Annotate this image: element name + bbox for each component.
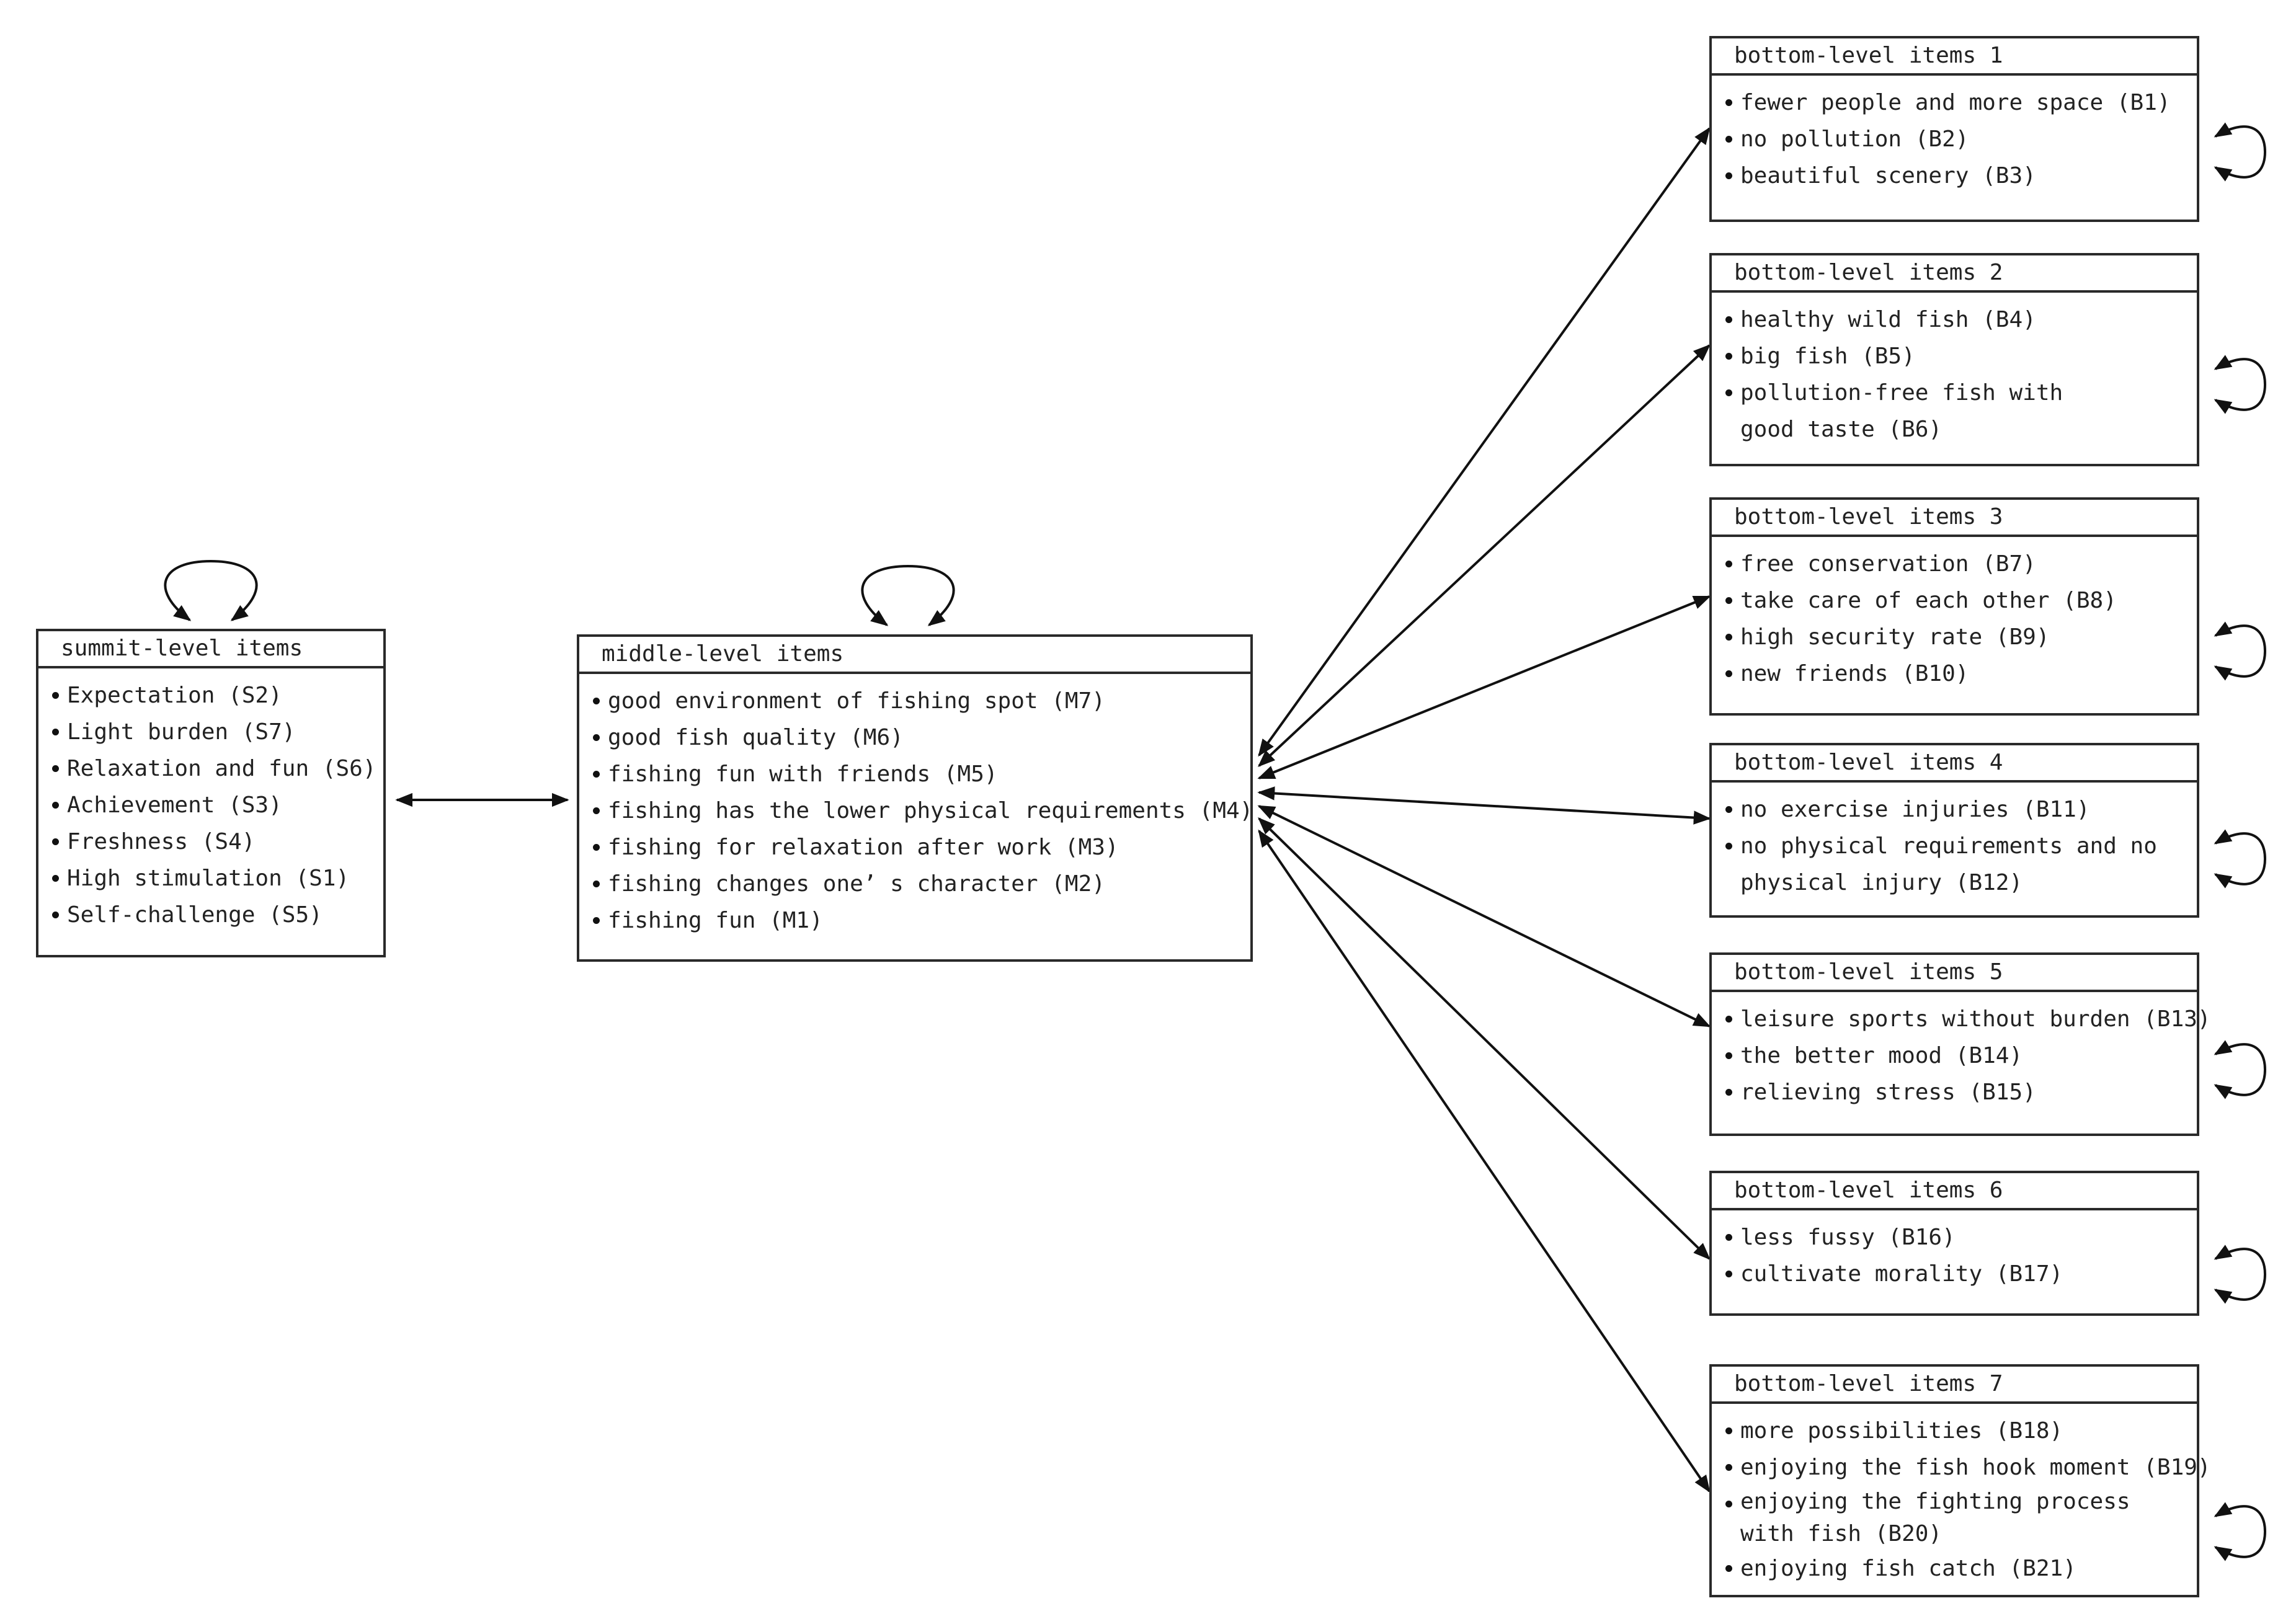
bottom-level-list: less fussy (B16) cultivate morality (B17… [1712,1210,2197,1292]
summit-item: Expectation (S2) [38,677,383,714]
connector-middle-bottom-4 [1257,786,1711,825]
bottom-level-box-6: bottom-level items 6 less fussy (B16) cu… [1709,1171,2199,1316]
bottom-level-list: free conservation (B7) take care of each… [1712,537,2197,692]
summit-level-box: summit-level items Expectation (S2) Ligh… [36,629,386,957]
bottom-level-box-5: bottom-level items 5 leisure sports with… [1709,952,2211,1136]
bottom-item: beautiful scenery (B3) [1712,158,2197,194]
bottom-item: healthy wild fish (B4) [1712,301,2197,338]
bottom-level-box-1: bottom-level items 1 fewer people and mo… [1709,36,2199,222]
bottom-level-title: bottom-level items 6 [1712,1173,2197,1210]
self-loop-bottom-2 [2214,355,2267,414]
bottom-level-title: bottom-level items 7 [1712,1367,2197,1404]
self-loop-bottom-3 [2214,621,2267,681]
summit-item: Freshness (S4) [38,823,383,860]
bottom-item: cultivate morality (B17) [1712,1256,2197,1292]
middle-item: fishing has the lower physical requireme… [579,792,1253,829]
self-loop-bottom-4 [2214,829,2267,889]
summit-level-title: summit-level items [38,631,383,668]
connector-middle-bottom-3 [1257,595,1711,779]
bottom-item: free conservation (B7) [1712,546,2197,582]
bottom-level-box-4: bottom-level items 4 no exercise injurie… [1709,743,2199,918]
connector-middle-bottom-1 [1258,126,1711,757]
bottom-item: relieving stress (B15) [1712,1074,2197,1111]
middle-item: fishing fun with friends (M5) [579,756,1250,792]
bottom-item: pollution-free fish with good taste (B6) [1712,375,2088,448]
bottom-item: leisure sports without burden (B13) [1712,1001,2211,1037]
bottom-level-list: fewer people and more space (B1) no poll… [1712,76,2197,194]
summit-level-list: Expectation (S2) Light burden (S7) Relax… [38,668,383,933]
bottom-item: take care of each other (B8) [1712,582,2197,619]
bottom-item: no exercise injuries (B11) [1712,791,2197,828]
middle-level-list: good environment of fishing spot (M7) go… [579,674,1253,939]
bottom-item: big fish (B5) [1712,338,2197,375]
bottom-level-box-7: bottom-level items 7 more possibilities … [1709,1364,2211,1597]
bottom-item: fewer people and more space (B1) [1712,84,2197,121]
middle-level-box: middle-level items good environment of f… [577,634,1253,962]
self-loop-bottom-5 [2214,1040,2267,1099]
bottom-item: high security rate (B9) [1712,619,2197,655]
summit-item: High stimulation (S1) [38,860,383,897]
bottom-item: new friends (B10) [1712,655,2197,692]
bottom-level-list: more possibilities (B18) enjoying the fi… [1712,1404,2211,1587]
bottom-item: less fussy (B16) [1712,1219,2197,1256]
bottom-item: enjoying the fighting process with fish … [1712,1486,2187,1550]
self-loop-bottom-1 [2214,122,2267,182]
self-loop-middle [861,564,955,626]
bottom-item: enjoying the fish hook moment (B19) [1712,1449,2211,1486]
self-loop-summit [164,559,258,621]
bottom-level-list: no exercise injuries (B11) no physical r… [1712,783,2197,901]
bottom-item: the better mood (B14) [1712,1037,2197,1074]
middle-level-title: middle-level items [579,637,1250,674]
bottom-level-list: leisure sports without burden (B13) the … [1712,992,2211,1111]
self-loop-bottom-7 [2214,1502,2267,1561]
bottom-level-title: bottom-level items 1 [1712,38,2197,76]
bottom-level-title: bottom-level items 4 [1712,745,2197,783]
bottom-item: enjoying fish catch (B21) [1712,1550,2197,1587]
bottom-level-list: healthy wild fish (B4) big fish (B5) pol… [1712,293,2197,448]
connector-middle-bottom-6 [1257,817,1711,1260]
bottom-item: no physical requirements and no physical… [1712,828,2174,901]
bottom-level-title: bottom-level items 5 [1712,955,2197,992]
middle-item: good fish quality (M6) [579,719,1250,756]
self-loop-bottom-6 [2214,1245,2267,1304]
connector-middle-bottom-7 [1258,829,1711,1493]
summit-item: Light burden (S7) [38,714,383,750]
middle-item: fishing fun (M1) [579,902,1250,939]
bottom-level-box-3: bottom-level items 3 free conservation (… [1709,497,2199,716]
connector-middle-bottom-5 [1257,805,1711,1027]
middle-item: fishing changes one’ s character (M2) [579,866,1250,902]
bottom-item: more possibilities (B18) [1712,1413,2197,1449]
middle-item: fishing for relaxation after work (M3) [579,829,1250,866]
summit-item: Relaxation and fun (S6) [38,750,383,787]
summit-item: Achievement (S3) [38,787,383,823]
bottom-level-title: bottom-level items 2 [1712,255,2197,293]
summit-item: Self-challenge (S5) [38,897,383,933]
connector-middle-bottom-2 [1257,344,1711,767]
bottom-level-box-2: bottom-level items 2 healthy wild fish (… [1709,253,2199,466]
bottom-item: no pollution (B2) [1712,121,2197,158]
middle-item: good environment of fishing spot (M7) [579,683,1250,719]
bottom-level-title: bottom-level items 3 [1712,500,2197,537]
